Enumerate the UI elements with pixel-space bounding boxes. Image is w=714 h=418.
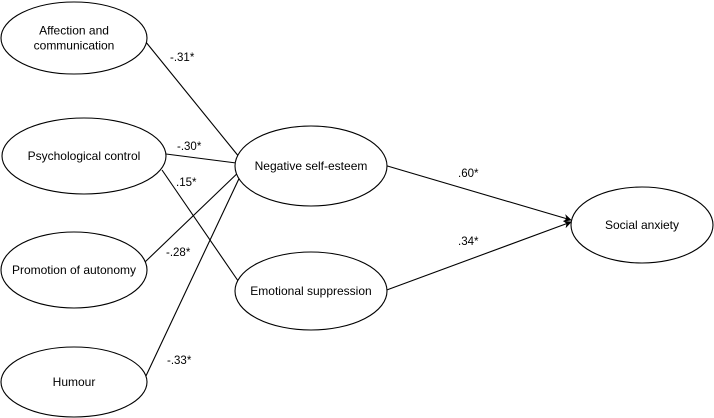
node-humour-label-line-1: Humour (53, 375, 96, 389)
edge-label-suppression-to-anxiety: .34* (458, 236, 479, 248)
node-affection-ellipse (0, 1, 148, 75)
edge-humour-to-self-esteem-arrow (144, 167, 245, 379)
edge-label-autonomy-to-self-esteem: -.28* (166, 247, 191, 259)
edge-self-esteem-to-anxiety-arrow (383, 164, 572, 222)
edge-label-self-esteem-to-anxiety: .60* (458, 168, 479, 180)
edge-affection-to-self-esteem-arrow (140, 35, 245, 164)
edges-layer (140, 35, 572, 379)
node-autonomy-label-line-1: Promotion of autonomy (12, 263, 136, 277)
edge-suppression-to-anxiety-arrow (383, 220, 572, 292)
node-humour: Humour (0, 346, 148, 418)
node-anxiety: Social anxiety (570, 186, 714, 264)
node-anxiety-ellipse (570, 186, 714, 264)
node-suppression-label-line-1: Emotional suppression (250, 284, 371, 298)
node-psych-control-ellipse (1, 117, 167, 195)
edge-psych-control-to-suppression-arrow (161, 169, 246, 292)
node-self-esteem-ellipse (234, 125, 388, 207)
edge-labels-layer: -.31* -.30* .15* -.28* -.33* .60* .34* (166, 52, 479, 367)
node-autonomy-ellipse (0, 231, 148, 309)
node-psych-control-label-line-1: Psychological control (28, 149, 141, 163)
edge-autonomy-to-self-esteem-arrow (144, 166, 245, 263)
node-anxiety-label-line-1: Social anxiety (605, 218, 679, 232)
edge-label-psych-control-to-self-esteem: -.30* (177, 141, 202, 153)
edge-label-psych-control-to-suppression: .15* (176, 177, 197, 189)
edge-label-humour-to-self-esteem: -.33* (167, 355, 192, 367)
node-self-esteem-label-line-1: Negative self-esteem (255, 159, 368, 173)
node-self-esteem: Negative self-esteem (234, 125, 388, 207)
edge-label-affection-to-self-esteem: -.31* (170, 52, 195, 64)
node-humour-ellipse (0, 346, 148, 418)
node-autonomy: Promotion of autonomy (0, 231, 148, 309)
node-psych-control: Psychological control (1, 117, 167, 195)
node-suppression-ellipse (234, 251, 388, 331)
edge-psych-control-to-self-esteem-arrow (165, 153, 245, 168)
node-suppression: Emotional suppression (234, 251, 388, 331)
node-affection-label-line-1: Affection and (39, 24, 109, 38)
node-affection-label-line-2: communication (34, 39, 115, 53)
